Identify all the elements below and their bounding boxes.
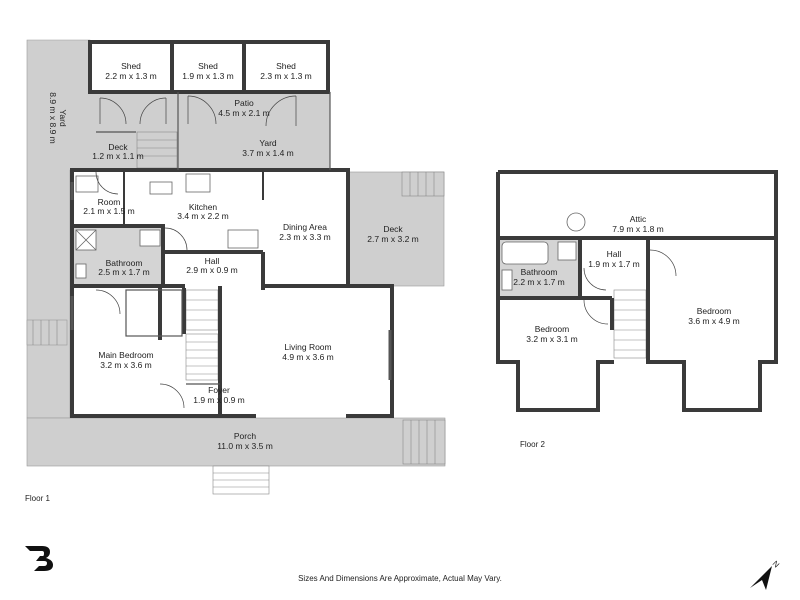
fixtures-floor2 <box>501 212 586 291</box>
room-name: Patio <box>234 98 254 108</box>
room-name: Deck <box>108 142 128 152</box>
stairs <box>32 131 647 495</box>
room-dims: 1.9 m x 1.3 m <box>182 71 234 81</box>
room-dims: 2.7 m x 3.2 m <box>367 234 419 244</box>
room-name: Living Room <box>284 342 331 352</box>
room-dims: 3.2 m x 3.1 m <box>526 334 578 344</box>
room-dims: 3.6 m x 4.9 m <box>688 316 740 326</box>
room-name: Hall <box>205 256 220 266</box>
floor-1-label: Floor 1 <box>25 494 50 503</box>
thin-walls <box>70 92 392 385</box>
fixtures-floor1 <box>75 173 259 279</box>
room-dims: 1.2 m x 1.1 m <box>92 151 144 161</box>
room-dims: 1.9 m x 0.9 m <box>193 395 245 405</box>
room-name: Bedroom <box>535 324 570 334</box>
room-name: Foyer <box>208 385 230 395</box>
disclaimer-text: Sizes And Dimensions Are Approximate, Ac… <box>298 574 502 583</box>
room-name: Kitchen <box>189 202 218 212</box>
room-dims: 2.1 m x 1.5 m <box>83 206 135 216</box>
room-name: Main Bedroom <box>98 350 153 360</box>
brand-logo <box>25 546 53 571</box>
room-dims: 2.3 m x 3.3 m <box>279 232 331 242</box>
room-labels: Shed 2.2 m x 1.3 m Shed 1.9 m x 1.3 m Sh… <box>48 61 740 451</box>
room-dims: 4.9 m x 3.6 m <box>282 352 334 362</box>
room-name: Yard <box>259 138 277 148</box>
room-name: Shed <box>276 61 296 71</box>
room-dims: 2.3 m x 1.3 m <box>260 71 312 81</box>
room-dims: 2.2 m x 1.3 m <box>105 71 157 81</box>
room-name: Hall <box>607 249 622 259</box>
room-dims: 11.0 m x 3.5 m <box>217 441 273 451</box>
room-dims: 2.5 m x 1.7 m <box>98 267 150 277</box>
compass-label: N <box>771 559 782 570</box>
room-dims: 8.9 m x 8.9 m <box>48 92 58 144</box>
room-dims: 3.2 m x 3.6 m <box>100 360 152 370</box>
walls-floor2 <box>496 170 778 412</box>
room-name: Bathroom <box>106 258 143 268</box>
doors <box>95 95 677 409</box>
room-dims: 4.5 m x 2.1 m <box>218 108 270 118</box>
room-name: Shed <box>198 61 218 71</box>
room-dims: 2.2 m x 1.7 m <box>513 277 565 287</box>
floor-2-label: Floor 2 <box>520 440 545 449</box>
compass-icon: N <box>750 559 781 590</box>
room-name: Yard <box>58 109 68 127</box>
room-dims: 3.7 m x 1.4 m <box>242 148 294 158</box>
room-name: Attic <box>630 214 647 224</box>
room-name: Room <box>98 197 121 207</box>
outdoor-areas <box>26 39 446 467</box>
room-dims: 7.9 m x 1.8 m <box>612 224 664 234</box>
room-name: Shed <box>121 61 141 71</box>
room-name: Dining Area <box>283 222 327 232</box>
walls-floor1 <box>70 40 394 418</box>
room-dims: 2.9 m x 0.9 m <box>186 265 238 275</box>
room-dims: 3.4 m x 2.2 m <box>177 211 229 221</box>
room-name: Bathroom <box>521 267 558 277</box>
room-name: Deck <box>383 224 403 234</box>
room-dims: 1.9 m x 1.7 m <box>588 259 640 269</box>
room-name: Porch <box>234 431 256 441</box>
room-name: Bedroom <box>697 306 732 316</box>
